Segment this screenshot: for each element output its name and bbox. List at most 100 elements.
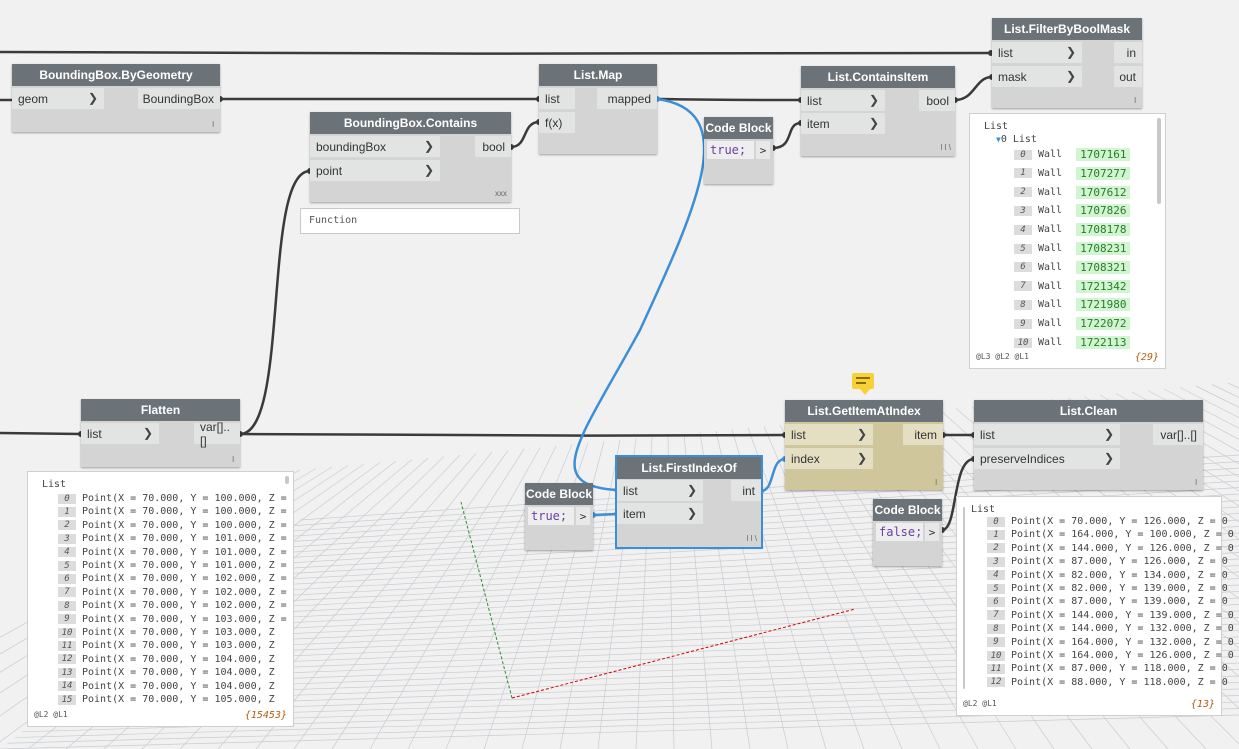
list-levels[interactable]: @L2 @L1 xyxy=(34,710,68,719)
element-id-badge[interactable]: 1721342 xyxy=(1076,279,1131,293)
port-item[interactable]: item xyxy=(903,424,943,445)
node-list-map[interactable]: List.Map list f(x) mapped xyxy=(539,64,657,154)
port-int[interactable]: int xyxy=(731,480,761,501)
expand-triangle-icon[interactable]: ▼ xyxy=(996,135,1001,144)
port-mask[interactable]: mask❯ xyxy=(992,66,1082,87)
item-text: Wall xyxy=(1038,167,1063,179)
lacing-indicator[interactable]: l xyxy=(232,455,234,464)
element-id-badge[interactable]: 1707612 xyxy=(1076,185,1131,199)
element-id-badge[interactable]: 1722113 xyxy=(1076,336,1131,349)
port-out[interactable]: out xyxy=(1114,66,1142,87)
port-index[interactable]: index❯ xyxy=(785,448,873,469)
element-id-badge[interactable]: 1708231 xyxy=(1076,242,1131,255)
node-code-block-false[interactable]: Code Block false;> xyxy=(873,499,942,566)
lacing-indicator[interactable]: xxx xyxy=(495,189,507,198)
code-input[interactable]: false; xyxy=(876,523,923,541)
code-input[interactable]: true; xyxy=(528,507,574,525)
node-code-block-true-2[interactable]: Code Block true;> xyxy=(525,483,593,550)
item-text: Point(X = 144.000, Y = 126.000, Z = 0 xyxy=(1011,542,1234,554)
node-code-block-true-1[interactable]: Code Block true;> xyxy=(704,117,773,184)
node-boundingbox-contains[interactable]: BoundingBox.Contains boundingBox❯ point❯… xyxy=(310,112,511,202)
node-list-firstindexof[interactable]: List.FirstIndexOf list❯ item❯ int l l \ xyxy=(615,455,763,549)
item-text: Point(X = 70.000, Y = 102.000, Z = xyxy=(82,600,287,612)
item-index: 10 xyxy=(987,650,1005,661)
element-id-badge[interactable]: 1708321 xyxy=(1076,260,1131,274)
port-label: var[]..[] xyxy=(200,419,231,448)
port-label: list xyxy=(545,91,560,106)
code-output-port[interactable]: > xyxy=(576,507,590,525)
preview-scrollbar[interactable] xyxy=(285,476,289,484)
item-index: 5 xyxy=(1014,243,1032,254)
port-list[interactable]: list❯ xyxy=(785,424,873,445)
element-id-badge[interactable]: 1707826 xyxy=(1076,204,1131,218)
item-text: Point(X = 70.000, Y = 103.000, Z = xyxy=(82,613,287,625)
node-list-clean[interactable]: List.Clean list❯ preserveIndices❯ var[].… xyxy=(974,400,1203,490)
code-output-port[interactable]: > xyxy=(756,141,770,159)
port-label: var[]..[] xyxy=(1160,427,1197,442)
port-item[interactable]: item❯ xyxy=(801,113,885,134)
item-index: 3 xyxy=(987,556,1005,567)
item-text: Wall xyxy=(1038,149,1063,160)
element-id-badge[interactable]: 1721980 xyxy=(1076,298,1131,312)
port-bool[interactable]: bool xyxy=(919,90,955,111)
preview-scrollbar[interactable] xyxy=(1157,118,1161,204)
item-text: Point(X = 87.000, Y = 139.000, Z = 0 xyxy=(1011,596,1228,608)
port-point[interactable]: point❯ xyxy=(310,160,440,181)
element-id-badge[interactable]: 1708178 xyxy=(1076,223,1131,237)
lacing-indicator[interactable]: l l \ xyxy=(746,534,757,543)
port-label: mapped xyxy=(607,91,651,106)
item-index: 9 xyxy=(1014,318,1032,329)
port-fx[interactable]: f(x) xyxy=(539,112,575,133)
preview-scrollbar[interactable] xyxy=(963,507,965,689)
port-list[interactable]: list❯ xyxy=(617,480,703,501)
port-bool[interactable]: bool xyxy=(475,136,511,157)
element-id-badge[interactable]: 1707277 xyxy=(1076,166,1131,180)
element-id-badge[interactable]: 1722072 xyxy=(1076,317,1131,331)
port-item[interactable]: item❯ xyxy=(617,503,703,524)
item-index: 13 xyxy=(58,667,76,678)
node-list-getitematindex[interactable]: List.GetItemAtIndex list❯ index❯ item l xyxy=(785,400,943,490)
port-list[interactable]: list xyxy=(539,88,575,109)
lacing-indicator[interactable]: l l \ xyxy=(940,143,951,152)
item-index: 12 xyxy=(987,677,1005,688)
port-geom[interactable]: geom❯ xyxy=(12,88,104,109)
port-boundingbox[interactable]: BoundingBox xyxy=(138,88,220,109)
port-preserveindices[interactable]: preserveIndices❯ xyxy=(974,448,1120,469)
lacing-indicator[interactable]: l xyxy=(1134,96,1136,105)
list-levels[interactable]: @L2 @L1 xyxy=(963,699,997,708)
node-boundingbox-bygeometry[interactable]: BoundingBox.ByGeometry geom❯ BoundingBox… xyxy=(12,64,220,132)
item-text: Point(X = 70.000, Y = 104.000, Z xyxy=(82,680,275,692)
lacing-indicator[interactable]: l xyxy=(212,120,214,129)
node-list-filterbyboolmask[interactable]: List.FilterByBoolMask list❯ mask❯ in out… xyxy=(992,18,1142,108)
port-list[interactable]: list❯ xyxy=(81,423,159,444)
code-input[interactable]: true; xyxy=(707,141,754,159)
item-text: Point(X = 70.000, Y = 104.000, Z xyxy=(82,653,275,665)
element-id-badge[interactable]: 1707161 xyxy=(1076,148,1131,161)
comment-icon[interactable] xyxy=(852,373,874,395)
port-var[interactable]: var[]..[] xyxy=(1153,424,1203,445)
port-list[interactable]: list❯ xyxy=(992,42,1082,63)
code-output-port[interactable]: > xyxy=(925,523,939,541)
preview-footer: @L2 @L1{13} xyxy=(963,699,1215,711)
node-flatten[interactable]: Flatten list❯ var[]..[] l xyxy=(81,399,240,467)
list-levels[interactable]: @L3 @L2 @L1 xyxy=(976,352,1029,361)
lacing-indicator[interactable]: l xyxy=(1195,478,1197,487)
node-list-containsitem[interactable]: List.ContainsItem list❯ item❯ bool l l \ xyxy=(801,66,955,156)
port-mapped[interactable]: mapped xyxy=(597,88,657,109)
port-in[interactable]: in xyxy=(1114,42,1142,63)
port-boundingbox-input[interactable]: boundingBox❯ xyxy=(310,136,440,157)
item-text: Point(X = 70.000, Y = 103.000, Z xyxy=(82,627,275,638)
port-list[interactable]: list❯ xyxy=(974,424,1120,445)
port-list[interactable]: list❯ xyxy=(801,90,885,111)
port-var[interactable]: var[]..[] xyxy=(194,420,240,448)
lacing-indicator[interactable]: l xyxy=(935,478,937,487)
